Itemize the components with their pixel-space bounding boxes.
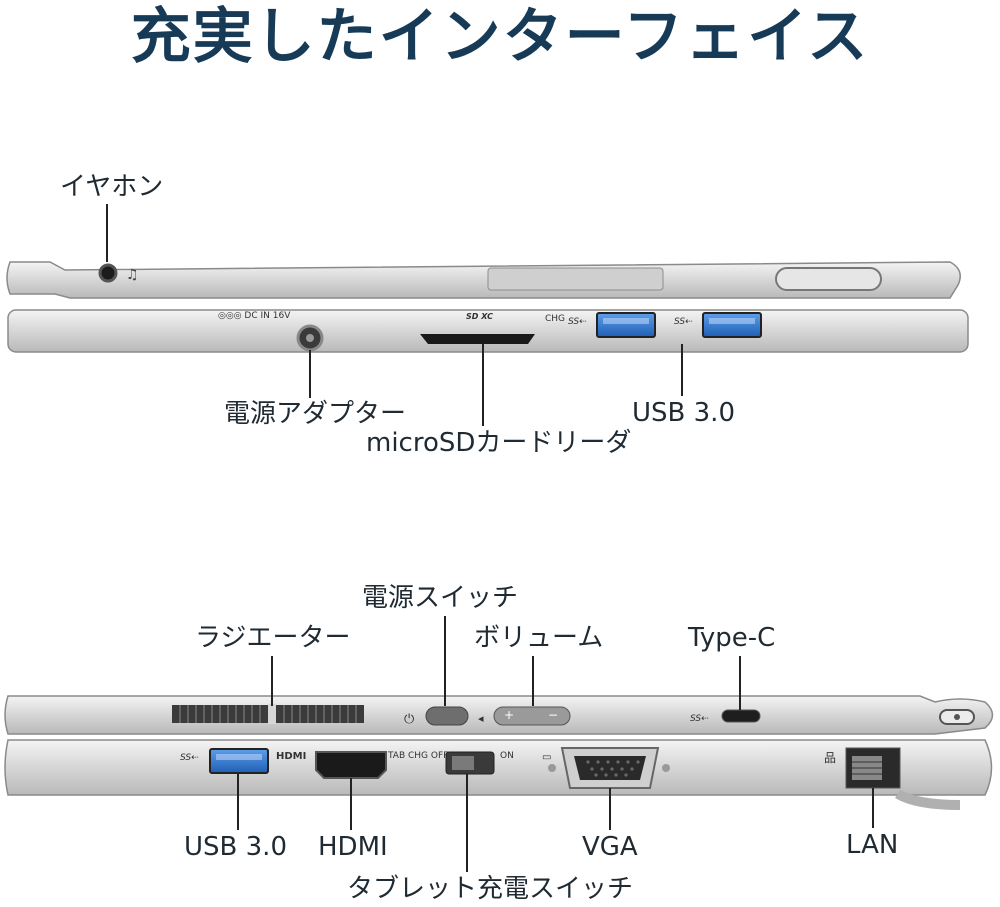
chg-marking: CHG (545, 314, 566, 324)
volume-minus-marking: − (548, 708, 559, 722)
power-switch-label: 電源スイッチ (362, 583, 519, 613)
power-switch-leader (444, 616, 446, 706)
page-title: 充実したインターフェイス (130, 2, 870, 72)
type-c-leader (739, 656, 741, 710)
microsd-leader (482, 344, 484, 426)
power-adapter-label: 電源アダプター (224, 399, 407, 429)
svg-text:▭: ▭ (542, 752, 551, 763)
microsd-reader-label: microSDカードリーダ (366, 428, 632, 458)
volume-plus-marking: + (504, 708, 515, 722)
usb-bottom-label: USB 3.0 (184, 832, 287, 862)
svg-text:◂: ◂ (478, 712, 484, 725)
vga-label: VGA (582, 832, 638, 862)
top-base-body: SS⇠ SS⇠ (7, 309, 969, 353)
power-adapter-leader (309, 350, 311, 398)
svg-text:SS⇠: SS⇠ (674, 317, 693, 327)
tab-chg-off-marking: TAB CHG OFF (388, 751, 449, 761)
svg-text:SS⇠: SS⇠ (690, 714, 709, 724)
on-marking: ON (500, 751, 514, 761)
svg-text:SS⇠: SS⇠ (568, 317, 587, 327)
volume-leader (532, 656, 534, 706)
type-c-label: Type-C (688, 623, 776, 653)
svg-text:品: 品 (824, 751, 836, 765)
vga-leader (609, 788, 611, 830)
hdmi-logo: HDMI (276, 751, 307, 762)
hdmi-leader (350, 778, 352, 830)
volume-label: ボリューム (474, 623, 604, 653)
dc-in-marking: ◎◎◎ DC IN 16V (218, 311, 291, 321)
bottom-tablet-body: ⏻ ◂ SS⇠ (4, 695, 994, 735)
lan-leader (872, 788, 874, 828)
usb-top-label: USB 3.0 (632, 398, 735, 428)
tablet-charge-switch-leader (466, 774, 468, 872)
svg-text:♫: ♫ (126, 267, 139, 283)
earphone-leader (106, 204, 108, 262)
lan-label: LAN (846, 830, 899, 860)
hdmi-label: HDMI (318, 832, 388, 862)
usb-bottom-leader (237, 774, 239, 830)
radiator-label: ラジエーター (195, 623, 351, 653)
top-tablet-body: ♫ (6, 261, 961, 299)
usb-top-leader (681, 344, 683, 396)
radiator-leader (271, 656, 273, 706)
sd-logo: SD XC (466, 312, 493, 321)
svg-text:⏻: ⏻ (404, 712, 414, 727)
svg-text:SS⇠: SS⇠ (180, 753, 199, 763)
bottom-base-body: SS⇠ 品 ▭ (4, 739, 993, 810)
tablet-charge-switch-label: タブレット充電スイッチ (347, 874, 634, 904)
earphone-label: イヤホン (60, 172, 164, 202)
